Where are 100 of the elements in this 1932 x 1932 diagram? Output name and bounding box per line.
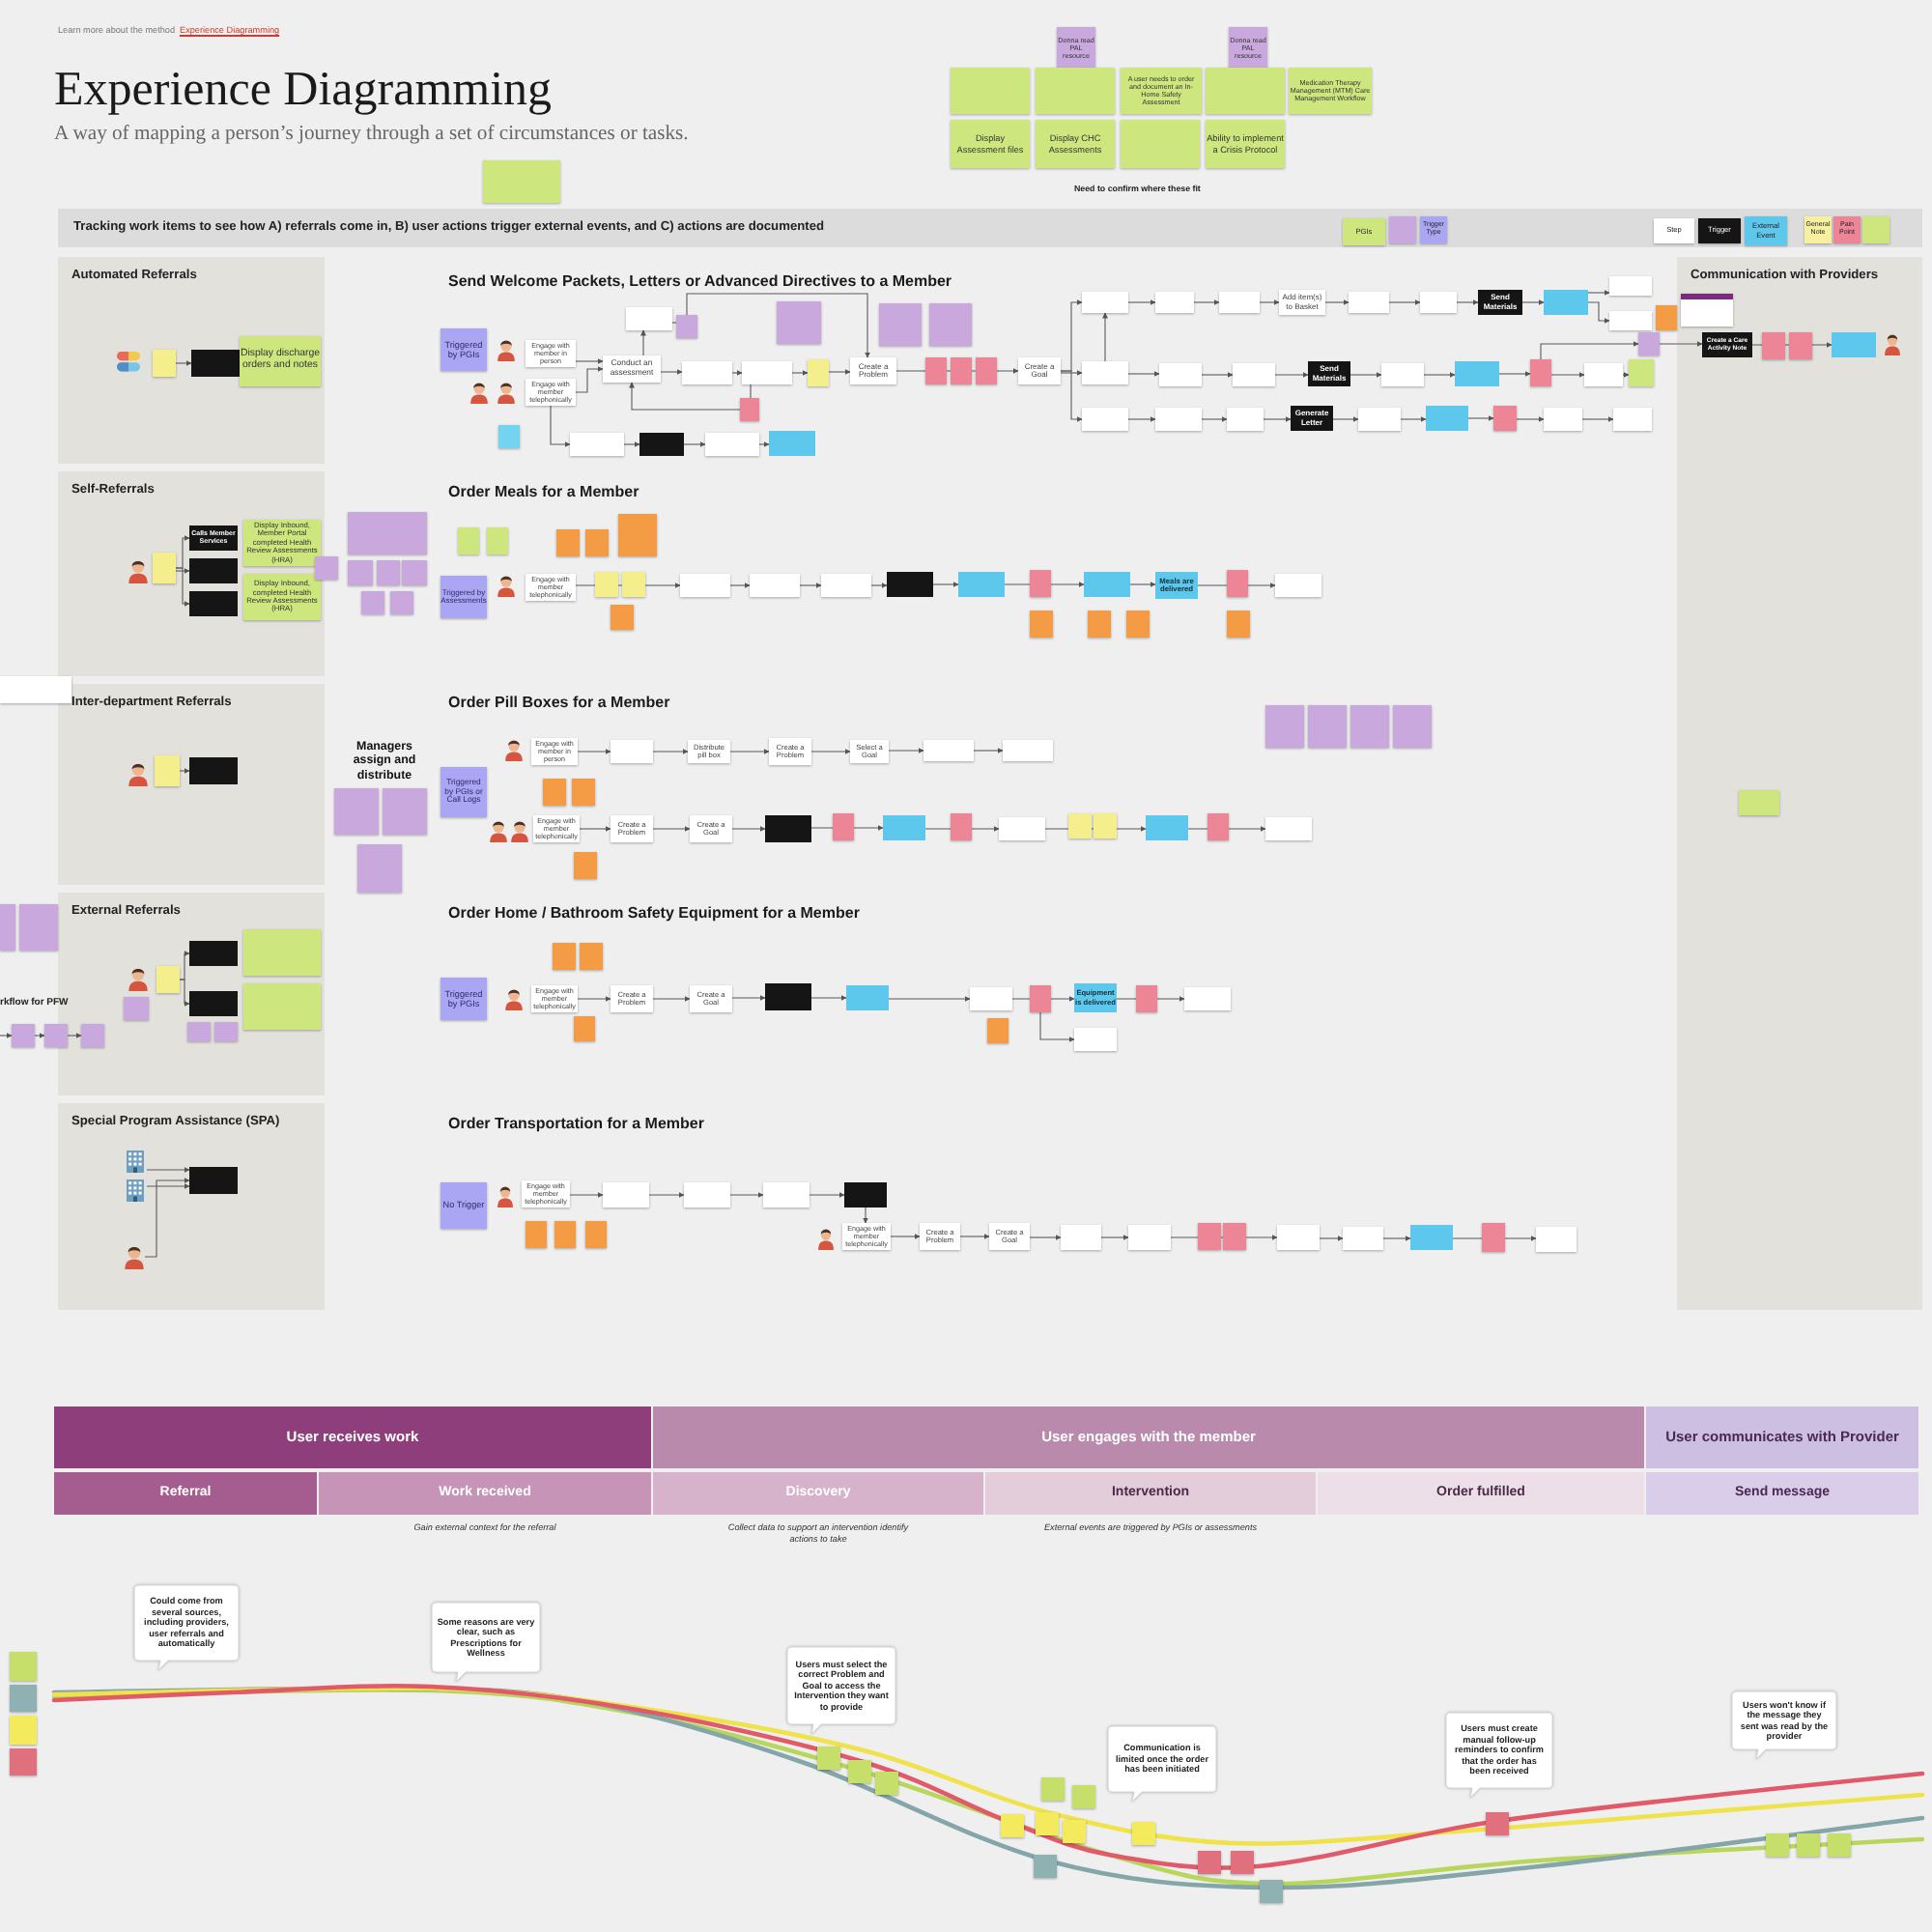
sticky-note [1072,1785,1095,1808]
sticky-note [951,357,972,384]
trigger-box [639,433,684,456]
sticky-note [81,1024,104,1047]
sticky-note [483,160,560,203]
trigger-box [765,983,811,1010]
person-icon [817,1227,835,1250]
arrow [652,996,691,1002]
person-icon [124,1244,145,1269]
swimlane-panel [1677,257,1922,1310]
sticky-note [10,1748,37,1776]
process-box [1381,363,1424,386]
process-box [611,740,653,763]
arrow [1587,301,1610,324]
sticky-note [1041,1777,1065,1801]
sticky-note [156,966,180,993]
external-event-box [1084,572,1130,597]
sticky-note [1063,1820,1086,1843]
arrow [577,996,611,1002]
sticky-note [875,1772,898,1795]
arrow [640,329,646,356]
process-box [1613,408,1652,431]
connector-line [750,384,752,399]
arrow [1521,299,1545,305]
arrow [1127,299,1156,305]
arrow [1659,341,1703,347]
subtitle: A way of mapping a person’s journey through a set of circumstances or tasks. [54,124,689,149]
process-box [626,307,672,330]
arrow [888,996,971,1002]
sticky-note [1036,1812,1059,1835]
sticky-note [315,556,338,580]
sticky-note [622,572,645,597]
arrow [629,382,741,411]
sticky-note [543,779,566,806]
swimlane-panel [58,1103,325,1310]
arrow [973,748,1004,753]
sticky-note [1001,1814,1024,1837]
person-icon [1884,332,1901,355]
sticky-note [618,514,657,556]
trigger-box [844,1182,887,1208]
process-box [1219,292,1260,313]
sticky-note [585,529,609,556]
trigger-box [191,350,240,377]
arrow [579,826,611,832]
external-event-box [769,431,815,456]
arrow [1456,299,1479,305]
arrow [1127,416,1156,422]
arrow [809,1192,845,1198]
sticky-note [348,512,427,554]
arrow [1751,342,1833,348]
sticky-note [377,560,400,585]
sticky-note [879,303,922,346]
arrow [1622,372,1630,378]
sticky-note [155,755,180,786]
process-box [1609,311,1652,330]
sticky-note [1393,705,1432,748]
sticky-note [1389,216,1416,243]
process-box [1128,1225,1171,1250]
process-box [1343,1227,1383,1250]
arrow [146,1183,190,1189]
arrow [791,370,809,376]
trigger-box [189,591,238,616]
process-box [1061,1225,1101,1250]
sticky-note [1068,813,1092,838]
sticky-note [487,527,508,554]
building-icon [124,1179,147,1202]
sticky-note [1036,68,1115,114]
arrow [1550,372,1585,378]
sticky-note [153,350,176,377]
process-box [1082,361,1128,384]
arrow [1039,1011,1075,1042]
swimlane-panel [58,257,325,464]
arrow [67,1033,82,1038]
arrow [729,582,751,588]
arrow [550,405,571,447]
arrow [731,826,766,832]
sticky-note [740,398,759,421]
person-icon [497,1184,514,1208]
arrow [623,441,640,447]
process-box [1420,292,1457,313]
arrow [895,368,1019,374]
arrow [1060,370,1083,422]
arrow [1116,996,1185,1002]
person-icon [504,987,524,1010]
arrow [1060,370,1083,376]
arrow [924,826,1000,832]
external-event-box [1455,361,1499,386]
sticky-note [817,1747,840,1770]
arrow [1187,826,1266,832]
arrow [729,1192,764,1198]
sticky-note [611,605,634,630]
arrow [683,441,706,447]
arrow [1274,372,1309,378]
arrow [1467,415,1494,421]
arrow [870,582,888,588]
arrow [0,1033,13,1038]
sticky-note [1126,611,1150,638]
arrow [1263,416,1292,422]
process-box [680,574,730,597]
process-box [1609,276,1652,296]
